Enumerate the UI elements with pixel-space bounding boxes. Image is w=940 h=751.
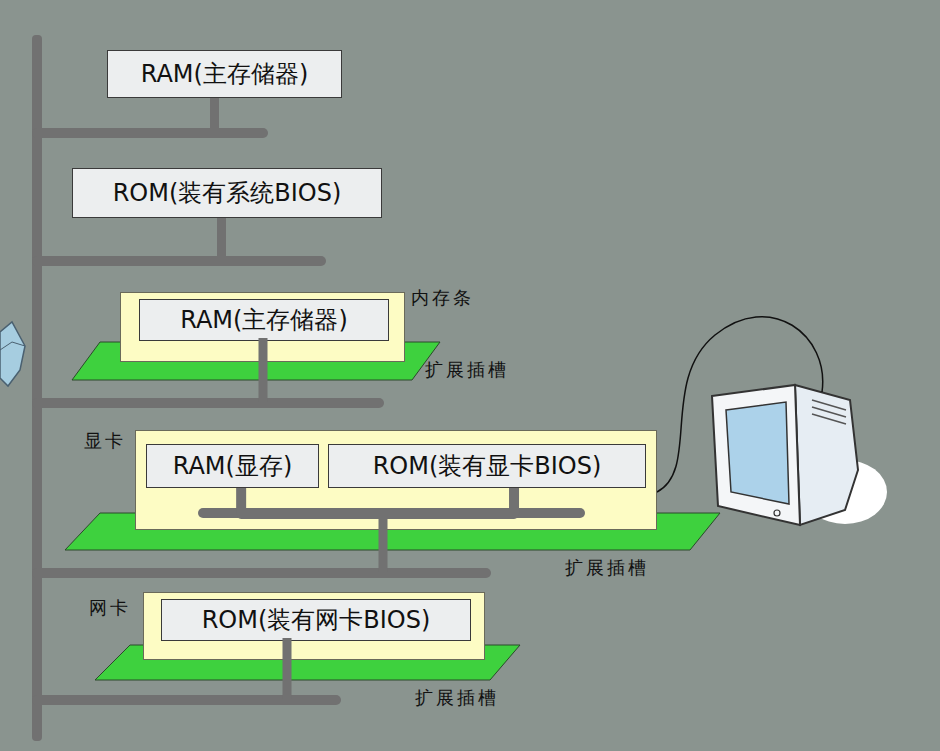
bus-stub xyxy=(283,638,292,699)
monitor-vent xyxy=(812,414,846,424)
vram-chip: RAM(显存) xyxy=(146,444,319,488)
monitor-body xyxy=(795,385,858,525)
graphics-card: 显卡RAM(显存)ROM(装有显卡BIOS) xyxy=(135,430,657,530)
rom-chip: ROM(装有网卡BIOS) xyxy=(161,599,471,641)
rom-chip: ROM(装有系统BIOS) xyxy=(72,168,382,218)
chip-label: RAM(显存) xyxy=(147,445,318,487)
monitor-screen xyxy=(726,402,789,504)
bus-branch xyxy=(32,256,326,266)
bus-branch xyxy=(32,128,268,138)
chip-label: ROM(装有系统BIOS) xyxy=(73,169,381,217)
slot-label: 扩展插槽 xyxy=(425,358,509,382)
bus-stub xyxy=(210,96,219,132)
system-bus xyxy=(32,35,42,741)
card-name: 显卡 xyxy=(84,429,126,453)
memory-module: 内存条RAM(主存储器) xyxy=(120,292,405,362)
bus-branch xyxy=(32,695,341,705)
bus-stub xyxy=(379,512,388,572)
cube-edge xyxy=(0,342,25,350)
memory-chip: RAM(主存储器) xyxy=(139,299,389,341)
bus-stub xyxy=(217,216,226,260)
slot-label: 扩展插槽 xyxy=(415,686,499,710)
monitor-cable xyxy=(657,317,823,492)
card-name: 内存条 xyxy=(411,286,474,310)
chip-label: RAM(主存储器) xyxy=(140,300,388,340)
bus-connector xyxy=(241,488,514,514)
bus-stub xyxy=(259,338,268,402)
card-bus xyxy=(203,508,580,518)
bus-branch xyxy=(32,568,491,578)
rom-chip: ROM(装有显卡BIOS) xyxy=(328,444,646,488)
card-name: 网卡 xyxy=(89,596,131,620)
monitor-bezel xyxy=(712,385,800,525)
cube-icon xyxy=(0,322,25,386)
chip-label: ROM(装有显卡BIOS) xyxy=(329,445,645,487)
chip-label: ROM(装有网卡BIOS) xyxy=(162,600,470,640)
bus-branch xyxy=(32,398,384,408)
slot-label: 扩展插槽 xyxy=(565,556,649,580)
monitor-button xyxy=(774,510,780,516)
chip-label: RAM(主存储器) xyxy=(108,51,341,97)
memory-chip: RAM(主存储器) xyxy=(107,50,342,98)
network-card: 网卡ROM(装有网卡BIOS) xyxy=(143,592,485,660)
